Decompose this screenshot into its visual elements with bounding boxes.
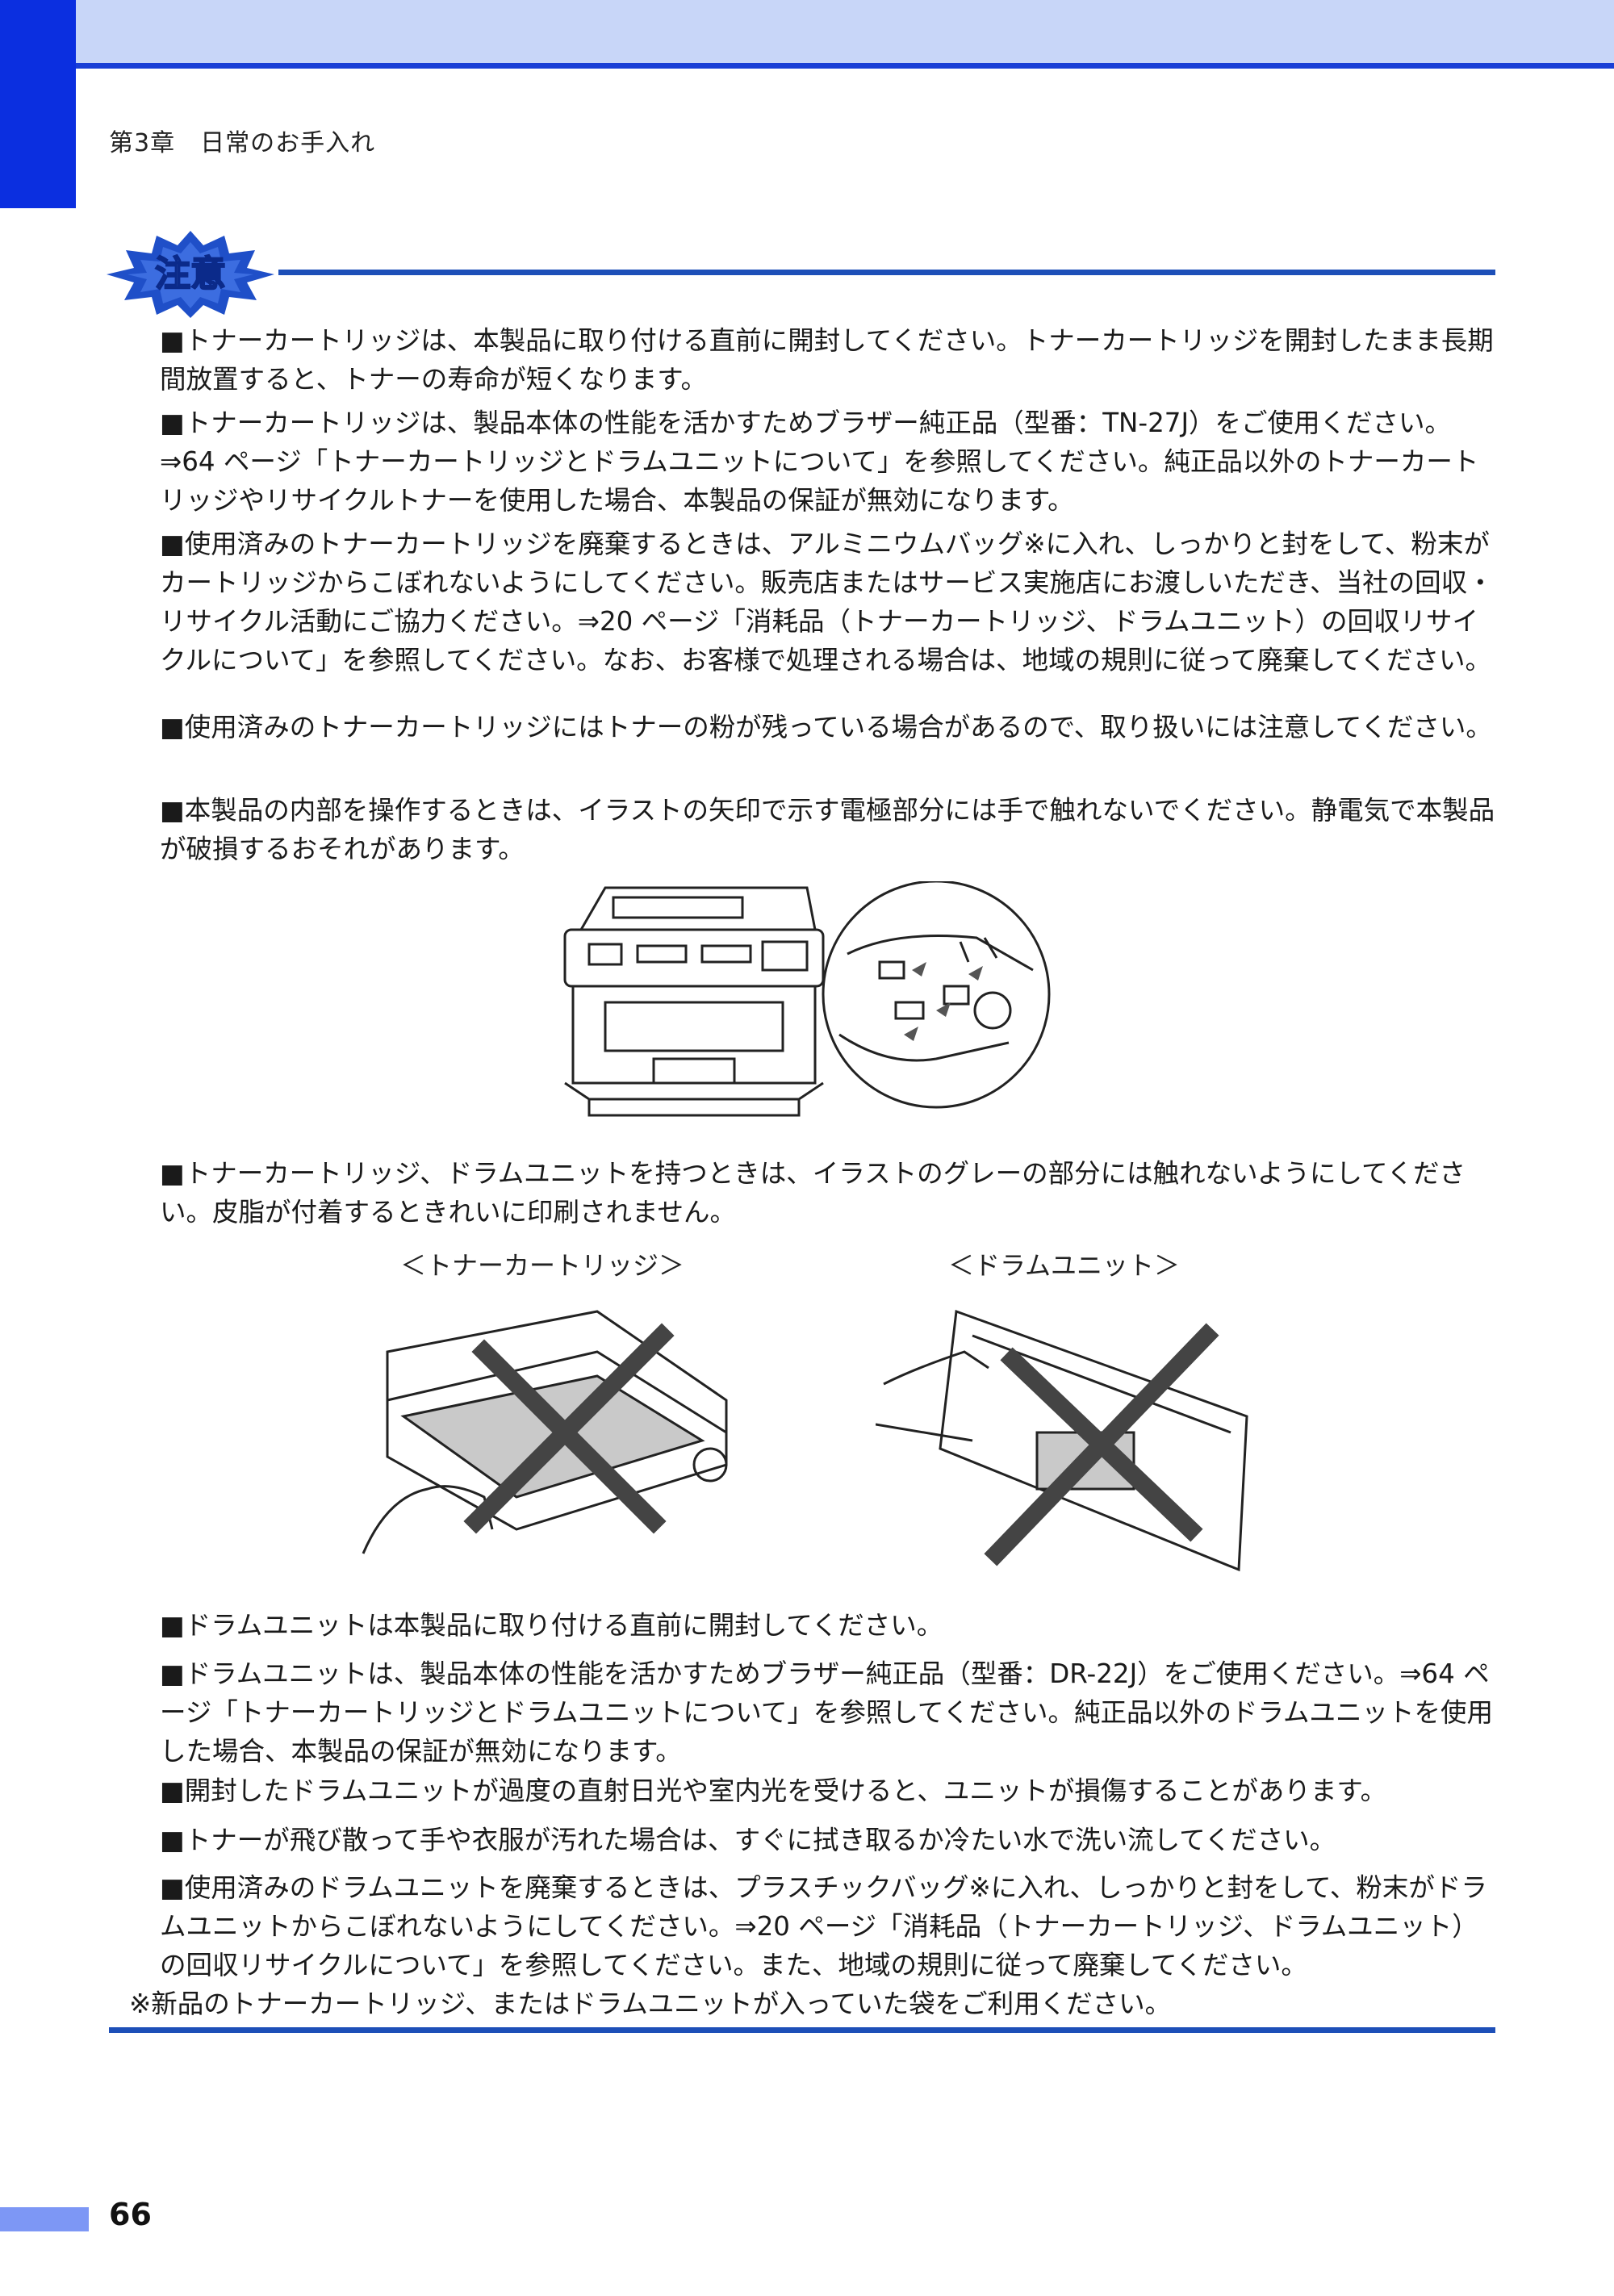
- chapter-tab: [0, 0, 76, 208]
- caution-item-8: ■ドラムユニットは、製品本体の性能を活かすためブラザー純正品（型番：DR-22J…: [160, 1658, 1493, 1767]
- caution-bottom-rule: [109, 2027, 1495, 2033]
- caution-item-3: ■使用済みのトナーカートリッジを廃棄するときは、アルミニウムバッグ※に入れ、しっ…: [160, 529, 1494, 675]
- caution-item-1: ■トナーカートリッジは、本製品に取り付ける直前に開封してください。トナーカートリ…: [160, 325, 1494, 395]
- caution-item-7: ■ドラムユニットは本製品に取り付ける直前に開封してください。: [160, 1610, 943, 1641]
- caution-label: 注意: [155, 253, 226, 295]
- printer-illustration: [563, 881, 1051, 1117]
- caution-item-9: ■開封したドラムユニットが過度の直射日光や室内光を受けると、ユニットが損傷するこ…: [160, 1775, 1387, 1806]
- caution-badge: 注意: [107, 231, 274, 318]
- page-tab: [0, 2207, 89, 2231]
- caution-item-10: ■トナーが飛び散って手や衣服が汚れた場合は、すぐに拭き取るか冷たい水で洗い流して…: [160, 1825, 1336, 1855]
- toner-cartridge-illustration: [362, 1310, 728, 1554]
- caution-item-2: ■トナーカートリッジは、製品本体の性能を活かすためブラザー純正品（型番：TN-2…: [160, 408, 1479, 516]
- caution-item-4: ■使用済みのトナーカートリッジにはトナーの粉が残っている場合があるので、取り扱い…: [160, 712, 1492, 742]
- caution-item-11: ■使用済みのドラムユニットを廃棄するときは、プラスチックバッグ※に入れ、しっかり…: [160, 1872, 1487, 1980]
- chapter-title: 第3章 日常のお手入れ: [109, 129, 376, 157]
- drum-unit-illustration: [876, 1309, 1248, 1572]
- drum-caption: ＜ドラムユニット＞: [948, 1250, 1181, 1281]
- toner-caption: ＜トナーカートリッジ＞: [400, 1250, 685, 1281]
- caution-item-6: ■トナーカートリッジ、ドラムユニットを持つときは、イラストのグレーの部分には触れ…: [160, 1158, 1466, 1227]
- caution-item-5: ■本製品の内部を操作するときは、イラストの矢印で示す電極部分には手で触れないでく…: [160, 795, 1495, 864]
- caution-rule: [278, 270, 1495, 275]
- page-number: 66: [109, 2197, 152, 2232]
- header-rule: [0, 63, 1614, 69]
- footnote: ※新品のトナーカートリッジ、またはドラムユニットが入っていた袋をご利用ください。: [129, 1989, 1172, 2019]
- header-band: [0, 0, 1614, 65]
